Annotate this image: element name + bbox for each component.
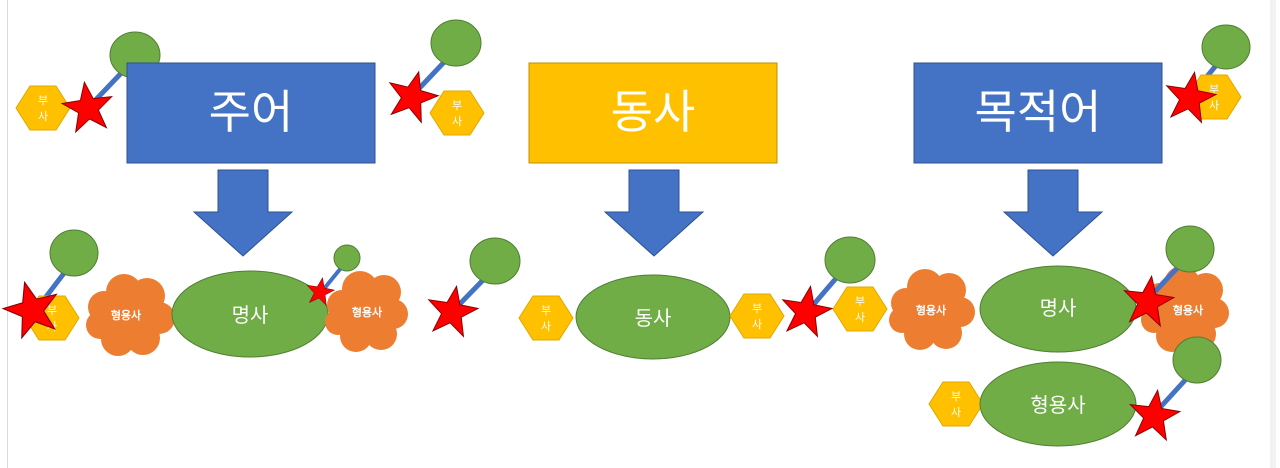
adverb-label-line1: 부 <box>38 94 48 107</box>
adverb-label-line1: 부 <box>541 304 551 317</box>
adjective-cloud: 형용사 <box>325 271 408 352</box>
verb-detail: 부 사 동사 부 사 <box>518 236 876 360</box>
adverb-label-line1: 부 <box>951 390 961 403</box>
green-circle <box>824 236 876 284</box>
adverb-label-line2: 사 <box>1209 99 1219 112</box>
adverb-hexagon: 부 사 <box>1186 74 1242 120</box>
scrollbar-track[interactable] <box>1270 0 1276 468</box>
adverb-label-line2: 사 <box>38 110 48 123</box>
noun-label: 명사 <box>232 303 269 327</box>
arrow-down-icon <box>603 169 705 257</box>
green-circle <box>469 237 521 285</box>
adverb-label-line1: 부 <box>452 99 462 112</box>
adverb-hexagon: 부 사 <box>832 286 888 332</box>
subject-box <box>126 62 376 164</box>
adjective-cloud: 형용사 <box>86 274 175 356</box>
object-box-label: 목적어 <box>975 85 1102 139</box>
adverb-hexagon: 부 사 <box>928 381 984 427</box>
green-circle <box>1201 24 1251 70</box>
adverb-label-line2: 사 <box>855 311 865 324</box>
green-circle <box>333 244 361 272</box>
adjective-label: 형용사 <box>111 308 142 322</box>
adjective-label: 형용사 <box>916 303 947 317</box>
green-circle <box>49 229 99 277</box>
verb-ellipse <box>575 274 731 360</box>
adverb-hexagon: 부 사 <box>15 85 71 131</box>
adverb-label-line1: 부 <box>1209 83 1219 96</box>
arrow-down-icon <box>1002 169 1104 257</box>
green-circle <box>1165 225 1215 273</box>
adverb-label-line2: 사 <box>951 406 961 419</box>
green-circle <box>1172 336 1222 384</box>
verb-label: 동사 <box>635 306 672 330</box>
adverb-label-line2: 사 <box>541 320 551 333</box>
adjective-ellipse <box>979 361 1137 447</box>
noun-label: 명사 <box>1040 296 1077 320</box>
subject-box-label: 주어 <box>209 85 294 139</box>
subject-detail: 부 사 형용사 명사 <box>0 229 521 358</box>
adjective-ellipse-label: 형용사 <box>1030 393 1085 417</box>
verb-box <box>528 62 778 164</box>
adverb-hexagon: 부 사 <box>518 295 574 341</box>
object-detail: 부 사 형용사 명사 형용사 <box>832 225 1229 447</box>
adjective-label: 형용사 <box>352 305 383 319</box>
verb-box-label: 동사 <box>611 85 696 139</box>
adjective-label: 형용사 <box>1173 303 1204 317</box>
adverb-label-line2: 사 <box>752 318 762 331</box>
adverb-hexagon: 부 사 <box>429 90 485 136</box>
verb-box-group: 동사 <box>528 62 778 164</box>
adverb-label-line1: 부 <box>47 304 57 317</box>
adjective-cloud: 형용사 <box>889 269 975 350</box>
page-edge <box>7 0 8 468</box>
green-circle <box>430 19 482 67</box>
stick <box>321 266 343 292</box>
arrow-down-icon <box>192 169 294 257</box>
adverb-hexagon: 부 사 <box>729 293 785 339</box>
adverb-label-line1: 부 <box>855 295 865 308</box>
subject-box-group: 부 사 주어 <box>15 31 376 164</box>
subject-right-decoration: 부 사 <box>381 19 485 136</box>
object-box <box>913 62 1163 164</box>
object-box-group: 목적어 부 사 <box>913 24 1251 164</box>
adverb-label-line2: 사 <box>452 115 462 128</box>
adverb-label-line1: 부 <box>752 302 762 315</box>
